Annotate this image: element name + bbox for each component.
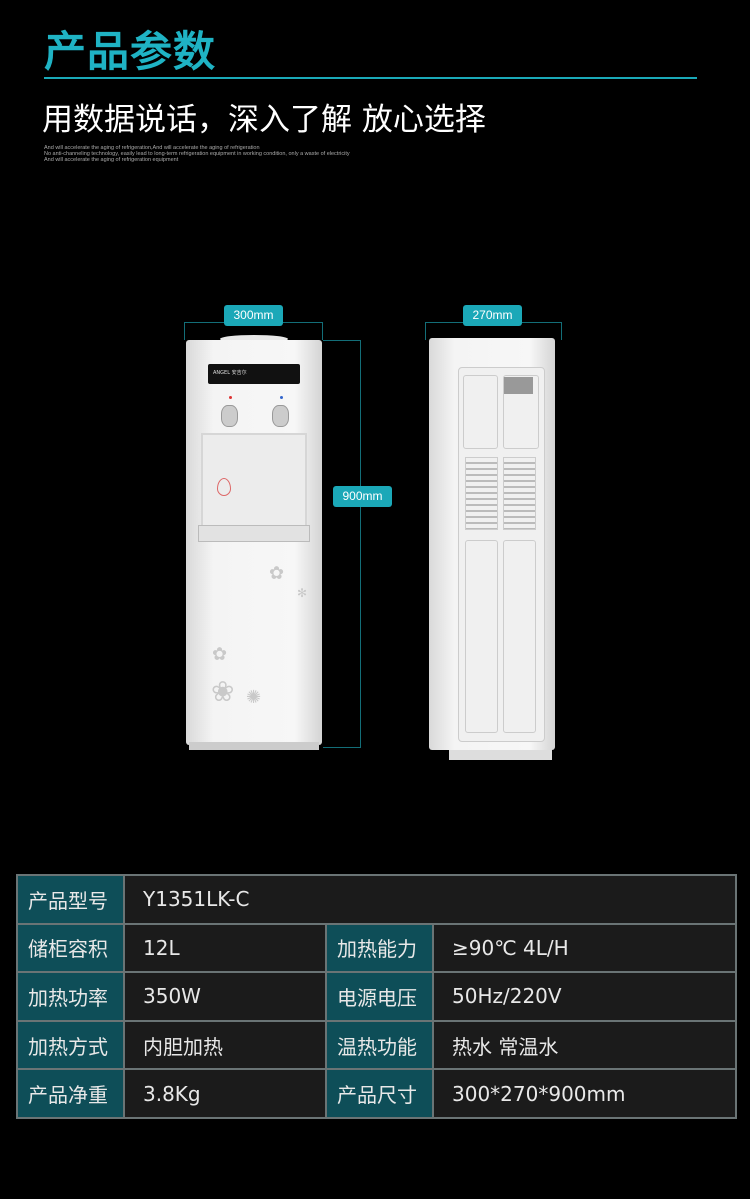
spec-value: 300*270*900mm [432, 1068, 737, 1119]
front-width-label: 300mm [224, 305, 283, 326]
flower-decoration: ❀ [211, 675, 235, 708]
spec-value: 3.8Kg [123, 1068, 327, 1119]
vent [503, 457, 536, 530]
control-panel: ANGEL 安吉尔 [208, 364, 300, 384]
hot-indicator [229, 396, 232, 399]
spec-label: 产品型号 [16, 874, 125, 925]
hot-tap [221, 405, 238, 427]
fine-print-line: No anti-channeling technology, easily le… [44, 151, 350, 157]
spec-label: 加热方式 [16, 1019, 125, 1071]
spec-label: 产品尺寸 [325, 1068, 434, 1119]
title-divider [44, 77, 697, 79]
dispenser-front-body [186, 340, 322, 745]
flower-decoration: ✺ [246, 687, 262, 708]
page-title: 产品参数 [44, 27, 217, 76]
cold-indicator [280, 396, 283, 399]
table-row: 加热功率 350W 电源电压 50Hz/220V [16, 971, 737, 1022]
spec-label: 电源电压 [325, 971, 434, 1022]
spec-label: 加热能力 [325, 922, 434, 974]
spec-table: 产品型号 Y1351LK-C 储柜容积 12L 加热能力 ≥90℃ 4L/H 加… [16, 874, 737, 1119]
spec-label: 产品净重 [16, 1068, 125, 1119]
spec-value: 350W [123, 971, 327, 1022]
table-row: 产品型号 Y1351LK-C [16, 874, 737, 925]
height-dimension-line [323, 340, 361, 748]
fine-print-line: And will accelerate the aging of refrige… [44, 145, 260, 151]
vent [465, 457, 498, 530]
subtitle: 用数据说话，深入了解 放心选择 [42, 102, 486, 138]
table-row: 产品净重 3.8Kg 产品尺寸 300*270*900mm [16, 1068, 737, 1119]
table-row: 加热方式 内胆加热 温热功能 热水 常温水 [16, 1019, 737, 1071]
height-label: 900mm [333, 486, 392, 507]
spec-value: Y1351LK-C [123, 874, 737, 925]
drip-tray [198, 525, 310, 542]
base [189, 742, 319, 750]
rating-label [504, 377, 533, 394]
water-outlet-recess [201, 433, 307, 528]
flower-decoration: ✿ [269, 563, 285, 584]
base [449, 750, 552, 760]
brand-logo: ANGEL 安吉尔 [213, 370, 247, 376]
fine-print-line: And will accelerate the aging of refrige… [44, 157, 179, 163]
spec-value: 热水 常温水 [432, 1019, 737, 1071]
spec-value: 内胆加热 [123, 1019, 327, 1071]
table-row: 储柜容积 12L 加热能力 ≥90℃ 4L/H [16, 922, 737, 974]
spec-label: 储柜容积 [16, 922, 125, 974]
side-width-label: 270mm [463, 305, 522, 326]
back-panel [458, 367, 545, 742]
normal-tap [272, 405, 289, 427]
flower-decoration: ✿ [212, 644, 228, 665]
hot-water-warning-icon [217, 478, 231, 496]
spec-label: 温热功能 [325, 1019, 434, 1071]
spec-label: 加热功率 [16, 971, 125, 1022]
spec-value: 12L [123, 922, 327, 974]
flower-decoration: ✻ [297, 586, 308, 600]
spec-value: 50Hz/220V [432, 971, 737, 1022]
spec-value: ≥90℃ 4L/H [432, 922, 737, 974]
